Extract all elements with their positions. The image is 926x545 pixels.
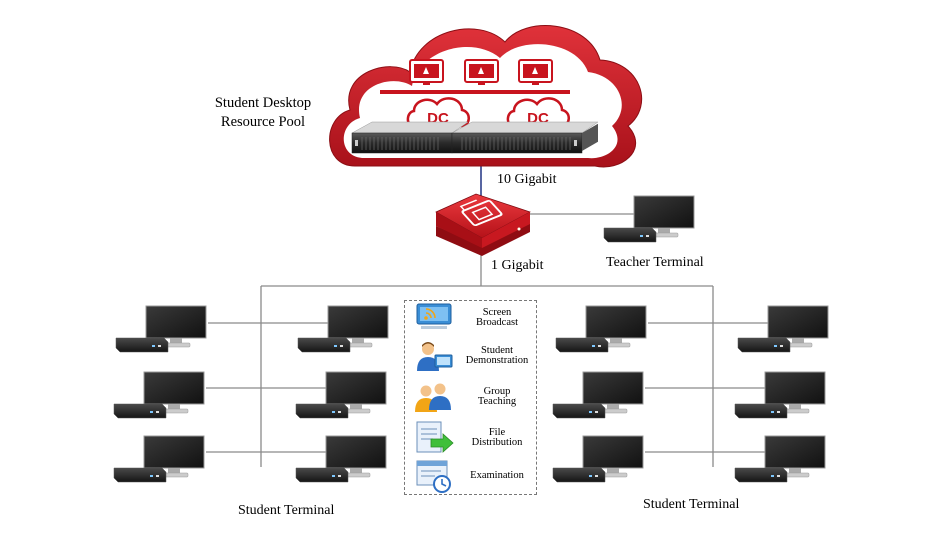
student-workstation-icon	[113, 371, 205, 419]
pool-bar	[380, 90, 570, 94]
feature-screen-broadcast: Screen Broadcast	[411, 301, 536, 335]
file-distribution-icon	[416, 421, 454, 453]
feature-file-distribution: File Distribution	[411, 421, 536, 455]
teaching-features-panel: Screen Broadcast Student Demonstration G…	[404, 300, 537, 495]
uplink-1g-label: 1 Gigabit	[491, 258, 544, 273]
student-workstation-icon	[737, 305, 829, 353]
student-workstation-icon	[552, 371, 644, 419]
screen-broadcast-icon	[416, 303, 452, 329]
student-workstation-icon	[552, 435, 644, 483]
feature-label: Group Teaching	[477, 386, 517, 407]
student-terminal-label-right: Student Terminal	[643, 497, 740, 512]
virtual-desktop-icon	[464, 59, 499, 85]
student-workstation-icon	[115, 305, 207, 353]
switch-icon	[435, 193, 531, 256]
server-icon	[351, 121, 469, 154]
student-workstation-icon	[295, 435, 387, 483]
connection-lines	[206, 213, 770, 467]
feature-label: Examination	[470, 470, 524, 481]
teacher-workstation-icon	[603, 195, 695, 243]
feature-examination: Examination	[411, 459, 536, 493]
group-teaching-icon	[415, 383, 451, 412]
uplink-10g-label: 10 Gigabit	[497, 172, 557, 187]
server-icon	[451, 121, 599, 154]
resource-pool-label: Student Desktop Resource Pool	[214, 95, 312, 130]
student-workstation-icon	[113, 435, 205, 483]
cloud-desktops	[380, 59, 570, 94]
virtual-desktop-icon	[409, 59, 444, 85]
student-workstation-icon	[297, 305, 389, 353]
student-workstation-icon	[555, 305, 647, 353]
feature-label: Student Demonstration	[465, 345, 529, 366]
student-workstation-icon	[734, 371, 826, 419]
teacher-terminal-label: Teacher Terminal	[606, 255, 704, 270]
student-terminal-label-left: Student Terminal	[238, 503, 335, 518]
feature-label: File Distribution	[471, 427, 523, 448]
examination-icon	[416, 460, 451, 493]
feature-group-teaching: Group Teaching	[411, 380, 536, 414]
student-workstation-icon	[295, 371, 387, 419]
feature-label: Screen Broadcast	[476, 307, 518, 328]
virtual-desktop-icon	[518, 59, 553, 85]
student-workstation-icon	[734, 435, 826, 483]
student-demonstration-icon	[417, 342, 453, 371]
feature-student-demonstration: Student Demonstration	[411, 339, 536, 373]
